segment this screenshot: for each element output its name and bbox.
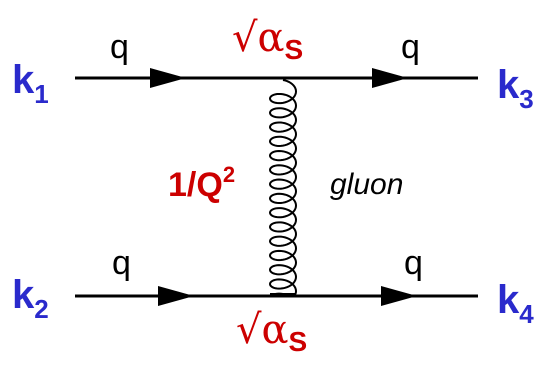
bottom-right-arrow [381, 286, 417, 306]
gluon-propagator [268, 79, 298, 295]
momentum-k1-label: k1 [12, 58, 49, 109]
gluon-label: gluon [330, 168, 404, 201]
quark-label-bottom-right: q [404, 244, 423, 282]
momentum-k4-label: k4 [497, 278, 534, 329]
bottom-left-arrow [158, 286, 194, 306]
propagator-label: 1/Q2 [168, 162, 236, 204]
bottom-vertex-coupling: √αS [236, 307, 308, 357]
quark-label-bottom-left: q [112, 244, 131, 282]
quark-label-top-left: q [110, 28, 129, 66]
momentum-k2-label: k2 [12, 273, 49, 324]
top-left-arrow [150, 68, 186, 88]
momentum-k3-label: k3 [497, 63, 534, 114]
top-right-arrow [372, 68, 408, 88]
top-vertex-coupling: √αS [232, 15, 304, 65]
quark-label-top-right: q [401, 28, 420, 66]
